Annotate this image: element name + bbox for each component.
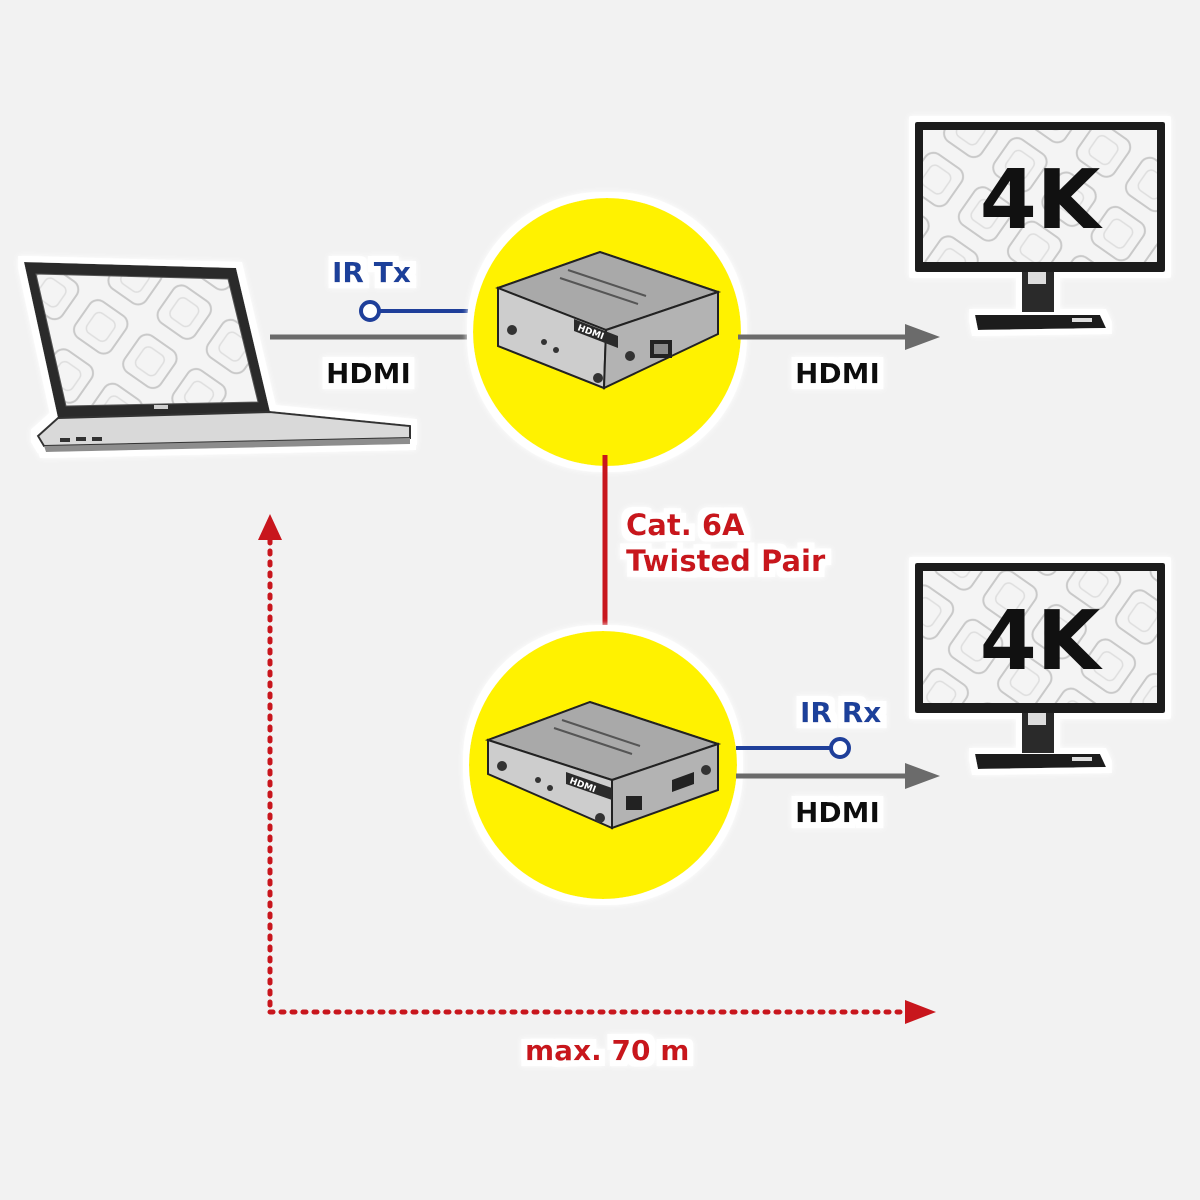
monitor-2-icon — [915, 563, 1165, 769]
laptop-icon — [24, 262, 411, 452]
ir-tx-label: IR Tx — [332, 256, 411, 289]
distance-label: max. 70 m — [525, 1034, 689, 1067]
hdmi-output-2-arrowhead — [905, 763, 940, 789]
distance-arrowhead-up — [258, 514, 282, 540]
hdmi-input-label: HDMI — [326, 357, 411, 390]
monitor-1-icon — [915, 122, 1165, 330]
ir-rx-label: IR Rx — [800, 696, 881, 729]
ir-rx-endpoint — [829, 737, 851, 759]
hdmi-output-1-label: HDMI — [795, 357, 880, 390]
monitor-1-screen-label: 4K — [980, 153, 1104, 248]
monitor-2-screen-label: 4K — [980, 594, 1104, 689]
hdmi-extender-receiver-icon — [484, 700, 722, 830]
distance-arrowhead-right — [905, 1000, 936, 1024]
hdmi-output-2-label: HDMI — [795, 796, 880, 829]
cable-label-line1: Cat. 6A — [626, 508, 745, 542]
distance-indicator — [258, 514, 936, 1024]
cable-label-line2: Twisted Pair — [626, 544, 826, 578]
ir-tx-endpoint — [359, 300, 381, 322]
hdmi-extender-transmitter-icon — [495, 250, 722, 390]
hdmi-output-1-arrowhead — [905, 324, 940, 350]
